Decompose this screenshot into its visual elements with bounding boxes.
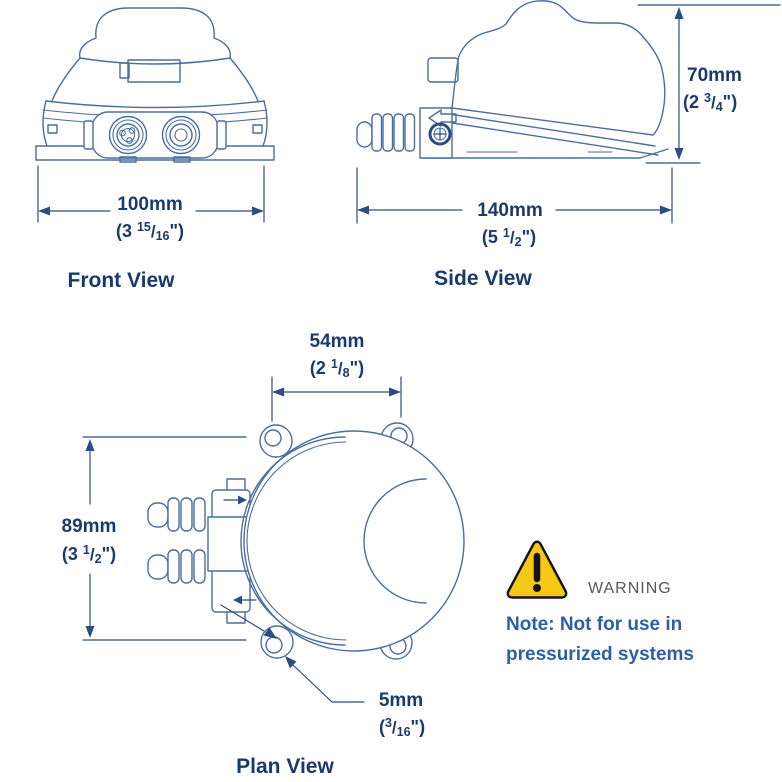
front-view-label: Front View	[68, 269, 176, 292]
dimension-plan-width: 54mm (2 1/8")	[271, 331, 402, 422]
side-inlet-block	[419, 107, 453, 159]
plan-view-label: Plan View	[236, 755, 334, 778]
plan-width-inch: (2 1/8")	[310, 357, 364, 380]
mount-hole-inch: (3/16")	[379, 716, 425, 739]
dimension-mount-hole: 5mm (3/16")	[220, 604, 425, 739]
plan-hose-barbs	[147, 478, 257, 624]
dimension-front-width: 100mm (3 15/16")	[37, 165, 265, 243]
plan-height-mm: 89mm	[62, 516, 117, 537]
dimension-side-height: 70mm (2 3/4")	[637, 4, 781, 164]
plan-width-mm: 54mm	[310, 331, 365, 352]
plan-view-drawing	[147, 422, 465, 660]
side-lid	[451, 0, 666, 136]
front-view-drawing	[35, 7, 275, 163]
plan-height-inch: (3 1/2")	[62, 543, 116, 566]
dimension-plan-height: 89mm (3 1/2")	[62, 436, 247, 641]
flow-arrow-icon	[428, 109, 457, 127]
warning-triangle-icon	[506, 540, 568, 599]
front-dome-cap	[78, 7, 232, 59]
warning-note-line2: pressurized systems	[506, 644, 694, 665]
warning-label: WARNING	[588, 580, 672, 597]
side-hose-barb	[356, 113, 416, 152]
side-height-inch: (2 3/4")	[683, 91, 737, 114]
plan-inner-crescent	[363, 478, 427, 604]
side-view-label: Side View	[434, 267, 532, 290]
side-length-inch: (5 1/2")	[482, 226, 536, 249]
front-port-right	[161, 115, 201, 155]
mounting-ear	[259, 424, 293, 458]
mounting-ear	[260, 625, 294, 659]
side-view-drawing	[356, 0, 669, 159]
dimension-side-length: 140mm (5 1/2")	[356, 167, 673, 249]
plan-body-circle	[243, 430, 465, 652]
front-width-mm: 100mm	[117, 194, 183, 215]
mount-hole-mm: 5mm	[379, 690, 423, 711]
warning-block: WARNING Note: Not for use in pressurized…	[506, 540, 694, 665]
warning-note-line1: Note: Not for use in	[506, 614, 682, 635]
side-screw	[428, 122, 452, 146]
front-width-inch: (3 15/16")	[116, 220, 184, 243]
side-length-mm: 140mm	[477, 200, 543, 221]
side-height-mm: 70mm	[687, 65, 742, 86]
front-port-left	[108, 115, 148, 155]
